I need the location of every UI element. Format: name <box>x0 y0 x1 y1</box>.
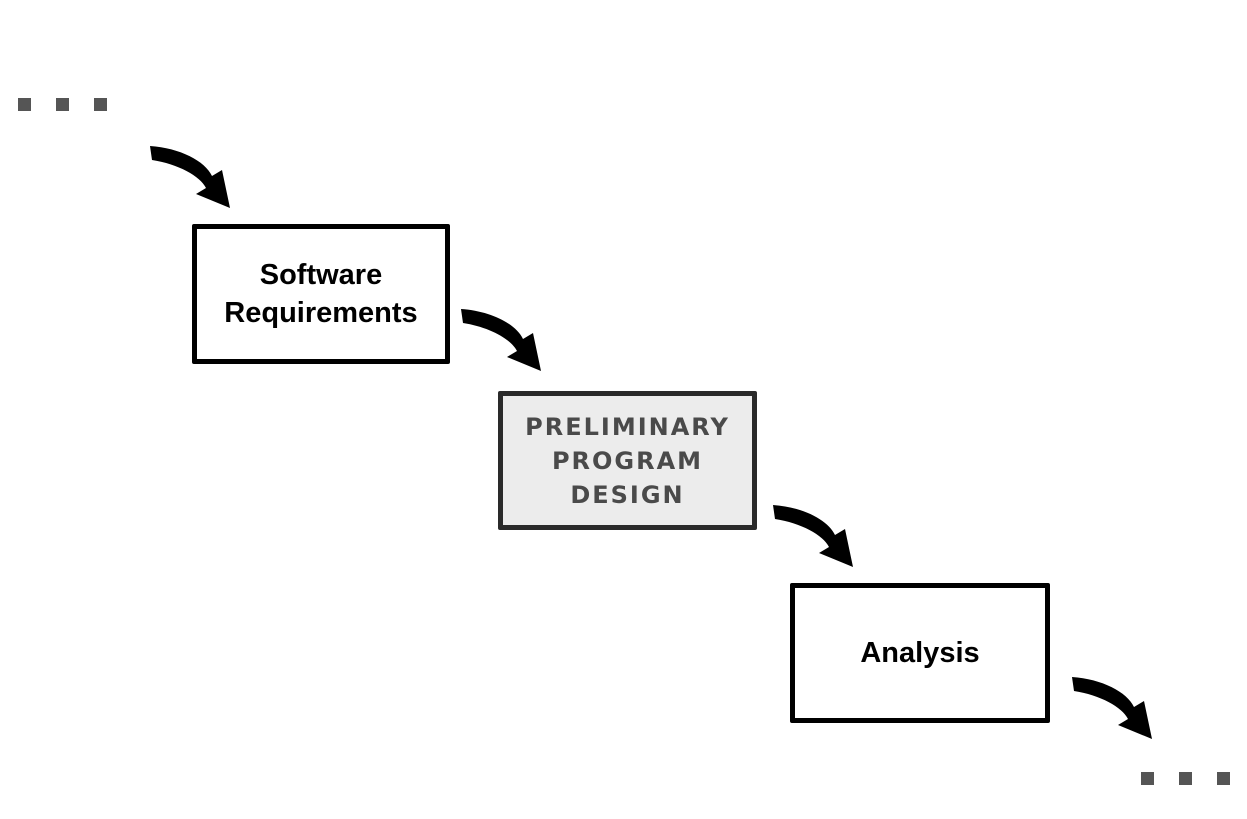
ellipsis-dot <box>94 98 107 111</box>
ellipsis-end <box>1141 772 1230 785</box>
flow-arrow-3 <box>773 505 853 567</box>
step-preliminary-program-design: PRELIMINARY PROGRAM DESIGN <box>498 391 757 530</box>
flow-arrow-1 <box>150 146 230 208</box>
ellipsis-dot <box>1141 772 1154 785</box>
step-software-requirements: Software Requirements <box>192 224 450 364</box>
step-analysis: Analysis <box>790 583 1050 723</box>
step-label: Analysis <box>860 637 980 669</box>
flow-arrow-4 <box>1072 677 1152 739</box>
ellipsis-dot <box>1179 772 1192 785</box>
ellipsis-dot <box>1217 772 1230 785</box>
ellipsis-dot <box>18 98 31 111</box>
step-label: Software Requirements <box>224 259 418 329</box>
ellipsis-start <box>18 98 107 111</box>
step-label: PRELIMINARY PROGRAM DESIGN <box>525 412 730 509</box>
ellipsis-dot <box>56 98 69 111</box>
flow-arrow-2 <box>461 309 541 371</box>
